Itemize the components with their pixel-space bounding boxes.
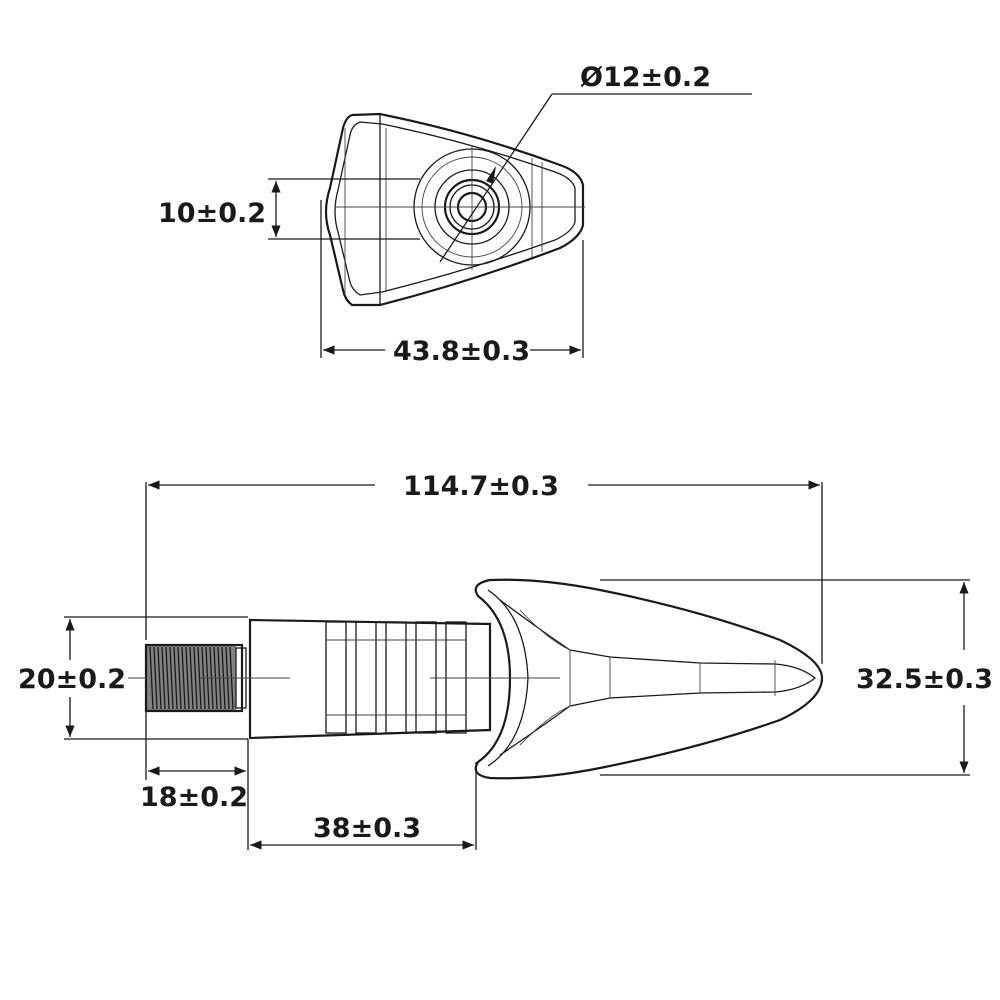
diameter-label: Ø12±0.2 (580, 62, 711, 93)
lamp-head (474, 578, 824, 780)
top-view: Ø12±0.2 10±0.2 43.8±0.3 (158, 62, 752, 367)
height-label: 32.5±0.3 (856, 664, 993, 695)
stem-body (248, 618, 492, 740)
stem-ribs (325, 621, 467, 734)
width-label: 43.8±0.3 (393, 336, 530, 367)
bolt-diameter-label: 20±0.2 (18, 664, 126, 695)
top-body-outline (324, 112, 585, 307)
top-body-inner (334, 121, 576, 296)
thread-length-label: 18±0.2 (140, 782, 248, 813)
overall-length-label: 114.7±0.3 (403, 471, 559, 502)
stem-length-label: 38±0.3 (313, 813, 421, 844)
side-view: 114.7±0.3 20±0.2 32.5±0.3 18±0.2 38±0.3 (18, 471, 993, 850)
hole-height-label: 10±0.2 (158, 198, 266, 229)
